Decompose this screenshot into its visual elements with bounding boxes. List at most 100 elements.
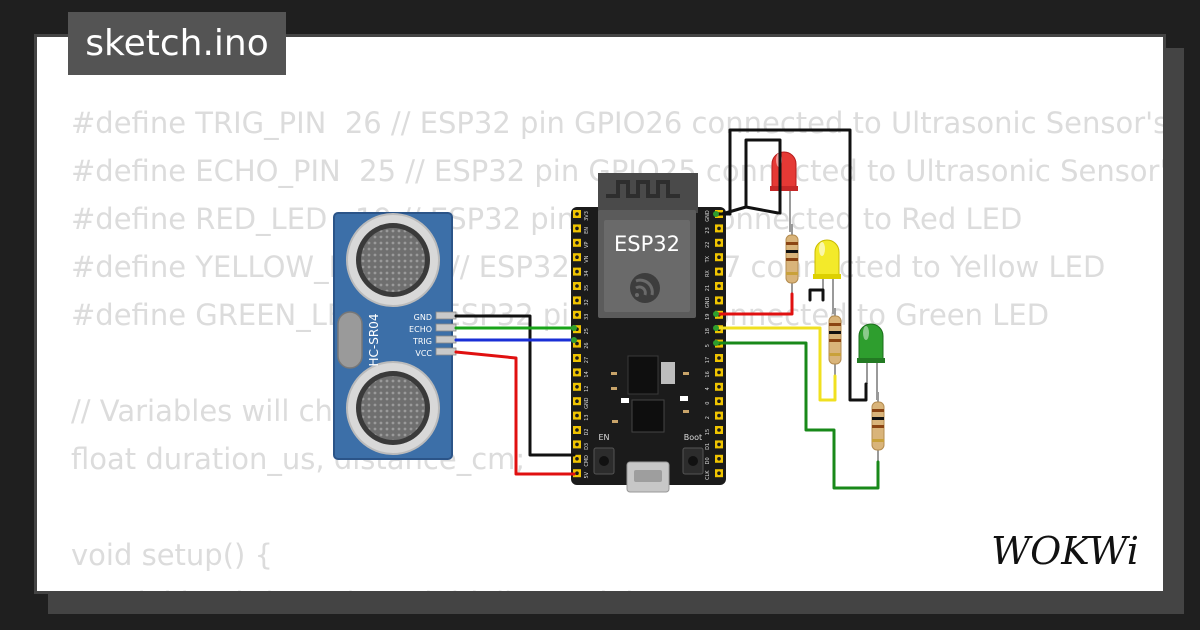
wire-gnd-leds[interactable] — [714, 128, 868, 402]
header-pin-label: CLK — [705, 470, 711, 480]
header-pin-label: 18 — [705, 328, 711, 334]
sensor-pin-label: TRIG — [412, 337, 432, 346]
wire-red-led[interactable] — [714, 292, 794, 316]
header-pin-hole — [575, 385, 579, 389]
header-pin-hole — [717, 457, 721, 461]
header-pin-hole — [717, 413, 721, 418]
header-pin-label: D2 — [584, 428, 590, 435]
header-pin-hole — [575, 341, 579, 346]
header-pin-hole — [717, 428, 721, 432]
header-pin-label: 12 — [584, 386, 590, 392]
header-pin-label: 5V — [584, 471, 590, 478]
yellow-led-body — [814, 239, 840, 279]
header-pin-label: D1 — [705, 443, 711, 450]
boot-label: Boot — [684, 433, 702, 442]
red-led[interactable] — [770, 151, 798, 232]
header-pin-hole — [575, 241, 579, 245]
resistor-green[interactable] — [871, 392, 885, 462]
regulator-chip — [627, 355, 659, 395]
sensor-pin-trig[interactable] — [435, 335, 457, 344]
header-pin-label: RX — [705, 270, 711, 277]
sensor-pin-label: GND — [414, 313, 432, 322]
header-pin-hole — [575, 313, 579, 317]
wire-yellow-led[interactable] — [714, 326, 837, 402]
wokwi-logo: WOKWi — [991, 529, 1139, 573]
header-pin-label: 4 — [705, 387, 711, 390]
header-pin-label: 32 — [584, 299, 590, 305]
wire-gnd-yellow[interactable] — [808, 288, 825, 302]
header-pin-hole — [575, 399, 579, 404]
header-pin-hole — [575, 269, 579, 274]
header-pin-hole — [575, 413, 579, 418]
sensor-pin-echo[interactable] — [435, 323, 457, 332]
header-pin-label: D3 — [584, 443, 590, 450]
header-pin-label: 15 — [705, 429, 711, 435]
header-pin-label: EN — [584, 227, 590, 234]
espressif-logo-icon — [630, 273, 660, 303]
sensor-pin-vcc[interactable] — [435, 347, 457, 356]
header-pin-hole — [717, 385, 721, 389]
header-pin-label: VN — [584, 255, 590, 262]
header-pin-label: 3V3 — [584, 211, 590, 221]
header-pin-hole — [717, 471, 721, 476]
resistor-red[interactable] — [785, 224, 799, 294]
header-pin-hole — [717, 226, 721, 231]
wire-gnd[interactable] — [454, 314, 576, 457]
header-pin-hole — [717, 298, 721, 303]
header-pin-label: 14 — [584, 371, 590, 377]
sensor-crystal — [337, 311, 363, 369]
resistor-yellow[interactable] — [828, 308, 842, 376]
en-label: EN — [598, 433, 609, 442]
sensor-pin-gnd[interactable] — [435, 311, 457, 320]
header-pin-hole — [717, 255, 721, 259]
header-pin-label: GND — [705, 297, 711, 309]
header-pin-hole — [717, 284, 721, 288]
green-led[interactable] — [857, 323, 885, 400]
header-pin-hole — [717, 442, 721, 447]
header-pin-label: 25 — [584, 328, 590, 334]
header-pin-label: 27 — [584, 357, 590, 363]
header-pin-label: 22 — [705, 242, 711, 248]
header-pin-hole — [575, 457, 579, 461]
header-pin-hole — [575, 428, 579, 432]
header-pin-label: 23 — [705, 227, 711, 233]
header-pin-hole — [575, 298, 579, 303]
code-line: #define TRIG_PIN 26 // ESP32 pin GPIO26 … — [71, 106, 1166, 140]
header-pin-label: 13 — [584, 414, 590, 420]
file-tab[interactable]: sketch.ino — [68, 12, 286, 75]
header-pin-label: GND — [705, 210, 711, 222]
header-pin-label: 0 — [705, 402, 711, 405]
header-pin-hole — [717, 241, 721, 245]
wokwi-logo-text: WOKWi — [991, 529, 1139, 573]
header-pin-hole — [575, 370, 579, 375]
green-led-body — [858, 323, 884, 363]
header-pin-label: 33 — [584, 314, 590, 320]
header-pin-label: CMD — [584, 455, 590, 467]
wire-green-led[interactable] — [714, 341, 880, 490]
wire-vcc[interactable] — [454, 350, 576, 476]
wire-gnd-red-b[interactable] — [744, 205, 780, 215]
usb-uart-chip — [631, 399, 665, 433]
header-pin-hole — [575, 356, 579, 360]
esp32-board[interactable]: ESP32 EN Boot 3V3ENVPVN34353233252627141… — [571, 173, 726, 493]
header-pin-label: 21 — [705, 285, 711, 291]
header-pin-label: VP — [584, 242, 590, 248]
header-pin-label: D0 — [705, 457, 711, 464]
header-pin-hole — [575, 212, 579, 216]
header-pin-label: 19 — [705, 314, 711, 320]
header-pin-label: TX — [705, 255, 711, 263]
wire-gnd-red[interactable] — [720, 138, 782, 216]
header-pin-hole — [575, 226, 579, 231]
header-pin-hole — [717, 399, 721, 404]
yellow-led[interactable] — [813, 239, 841, 314]
board-label: ESP32 — [614, 232, 680, 256]
red-led-body — [771, 151, 797, 191]
header-pin-label: 26 — [584, 342, 590, 348]
header-pin-hole — [575, 284, 579, 288]
ultrasonic-sensor[interactable]: HC-SR04 GND ECHO TRIG VCC — [333, 212, 457, 460]
code-line: void setup() { — [71, 538, 273, 572]
code-line: Serial.begin(9600); // initialize serial — [71, 579, 1163, 591]
sensor-model-label: HC-SR04 — [367, 314, 381, 367]
header-pin-label: 34 — [584, 270, 590, 276]
header-pin-hole — [717, 269, 721, 274]
